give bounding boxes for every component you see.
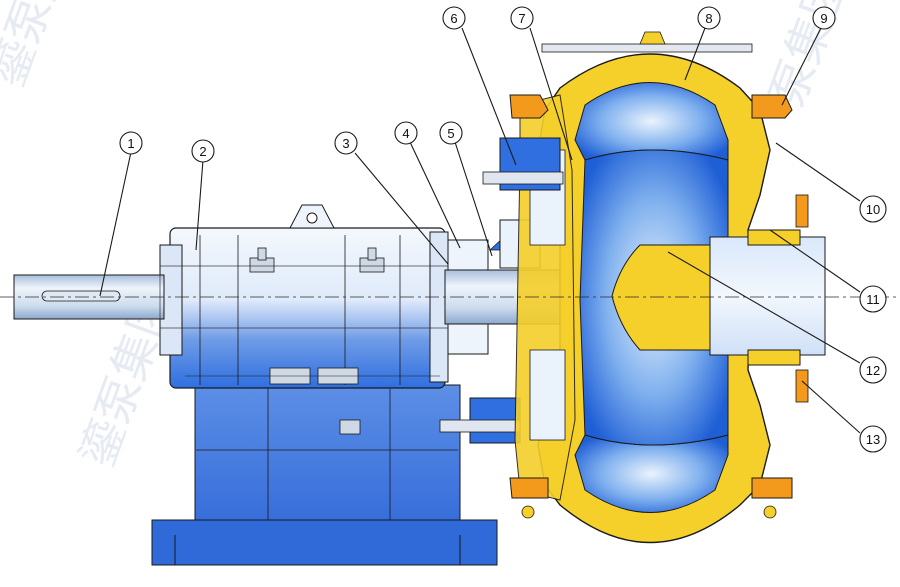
callout-label-12: 12 xyxy=(866,363,880,378)
callout-2: 2 xyxy=(191,139,215,163)
callout-7: 7 xyxy=(510,6,534,30)
pedestal-base xyxy=(151,340,498,566)
callout-label-7: 7 xyxy=(518,11,525,26)
callout-label-9: 9 xyxy=(820,11,827,26)
callout-8: 8 xyxy=(697,6,721,30)
callout-11: 11 xyxy=(859,285,887,313)
callout-1: 1 xyxy=(119,131,143,155)
callout-label-3: 3 xyxy=(342,136,349,151)
callout-label-4: 4 xyxy=(402,126,409,141)
callout-5: 5 xyxy=(439,121,463,145)
bearing-housing xyxy=(159,204,449,435)
callout-3: 3 xyxy=(334,131,358,155)
leader-lines xyxy=(99,27,861,434)
watermark-text: 鎏泵集团 xyxy=(0,0,93,94)
callout-label-13: 13 xyxy=(866,432,880,447)
callout-13: 13 xyxy=(859,425,887,453)
callout-label-6: 6 xyxy=(450,11,457,26)
callout-10: 10 xyxy=(859,195,887,223)
callout-label-2: 2 xyxy=(199,144,206,159)
callout-label-5: 5 xyxy=(447,126,454,141)
volute-casing xyxy=(482,31,826,544)
callout-label-8: 8 xyxy=(705,11,712,26)
callout-9: 9 xyxy=(812,6,836,30)
callout-label-10: 10 xyxy=(866,202,880,217)
callout-label-11: 11 xyxy=(866,292,880,307)
callout-12: 12 xyxy=(859,356,887,384)
clamp-bolts xyxy=(509,94,793,519)
callout-label-1: 1 xyxy=(127,136,134,151)
callout-6: 6 xyxy=(442,6,466,30)
callout-4: 4 xyxy=(394,121,418,145)
